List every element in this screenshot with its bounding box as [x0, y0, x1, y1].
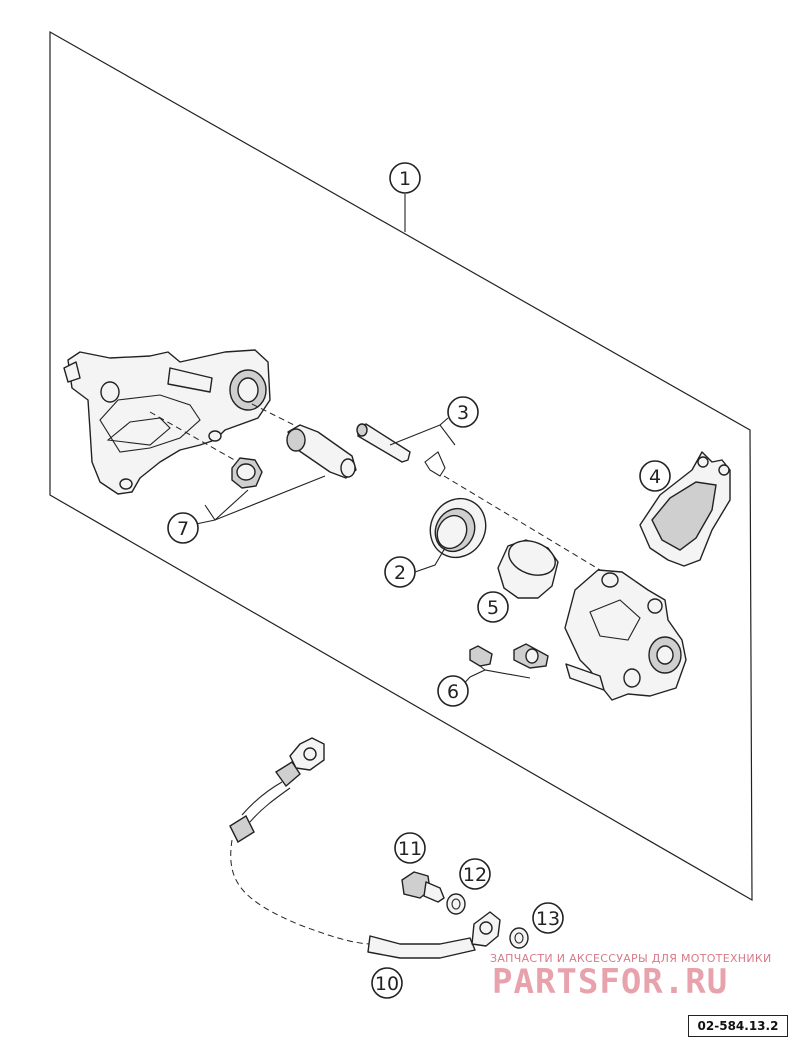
brake-hose	[229, 737, 501, 959]
caliper-housing	[564, 569, 687, 701]
banjo-bolt	[401, 871, 445, 903]
callout-10: 10	[371, 967, 403, 999]
callout-11: 11	[394, 832, 426, 864]
axis-line	[149, 411, 239, 463]
callout-1: 1	[389, 162, 421, 194]
callout-number: 1	[399, 168, 411, 190]
callout-number: 12	[463, 864, 487, 886]
callout-circle	[437, 675, 469, 707]
piston-seal-ring	[429, 497, 487, 559]
callout-6-bracket	[479, 665, 486, 671]
callout-number: 2	[394, 562, 406, 584]
callout-circle	[477, 591, 509, 623]
bleeder-screw	[469, 645, 493, 667]
diagram-reference-number: 02-584.13.2	[688, 1015, 788, 1037]
callout-13: 13	[532, 902, 564, 934]
assembly-panel-outline	[49, 30, 753, 902]
callout-12: 12	[459, 858, 491, 890]
pad-pin	[356, 423, 411, 463]
callout-number: 5	[487, 597, 499, 619]
callout-circle	[167, 512, 199, 544]
callout-circle	[532, 902, 564, 934]
callout-number: 6	[447, 681, 459, 703]
sealing-washer-12	[446, 893, 466, 915]
callout-2: 2	[384, 556, 416, 588]
caliper-support-bracket	[63, 349, 271, 495]
pad-spring-clip	[424, 451, 446, 477]
callout-2-leader	[414, 547, 446, 573]
callout-3-bracket	[389, 424, 456, 446]
callout-5: 5	[477, 591, 509, 623]
callout-7-bracket	[195, 519, 216, 525]
sealing-washer-13	[509, 927, 529, 949]
callout-7: 7	[167, 512, 199, 544]
callout-number: 10	[375, 973, 399, 995]
callout-3-bracket	[439, 417, 449, 426]
callout-circle	[384, 556, 416, 588]
callout-3: 3	[447, 396, 479, 428]
callout-number: 4	[649, 466, 661, 488]
callout-4: 4	[639, 460, 671, 492]
rubber-boot	[231, 457, 263, 489]
bleeder-valve	[513, 643, 549, 669]
callout-circle	[371, 967, 403, 999]
callout-6-bracket	[469, 669, 531, 679]
callout-circle	[394, 832, 426, 864]
callout-number: 13	[536, 908, 560, 930]
brake-pads	[639, 451, 731, 567]
guide-pin	[286, 424, 357, 479]
callout-circle	[389, 162, 421, 194]
callout-number: 7	[177, 518, 189, 540]
callout-number: 11	[398, 838, 422, 860]
callout-number: 3	[457, 402, 469, 424]
callout-circle	[447, 396, 479, 428]
callout-circle	[459, 858, 491, 890]
brake-piston	[497, 539, 559, 599]
callout-6: 6	[437, 675, 469, 707]
watermark-logo: PARTSFOR.RU	[492, 962, 728, 1002]
axis-line	[251, 403, 301, 429]
callout-circle	[639, 460, 671, 492]
callout-7-bracket	[214, 489, 249, 521]
watermark-tagline: ЗАПЧАСТИ И АКСЕССУАРЫ ДЛЯ МОТОТЕХНИКИ	[490, 952, 772, 965]
